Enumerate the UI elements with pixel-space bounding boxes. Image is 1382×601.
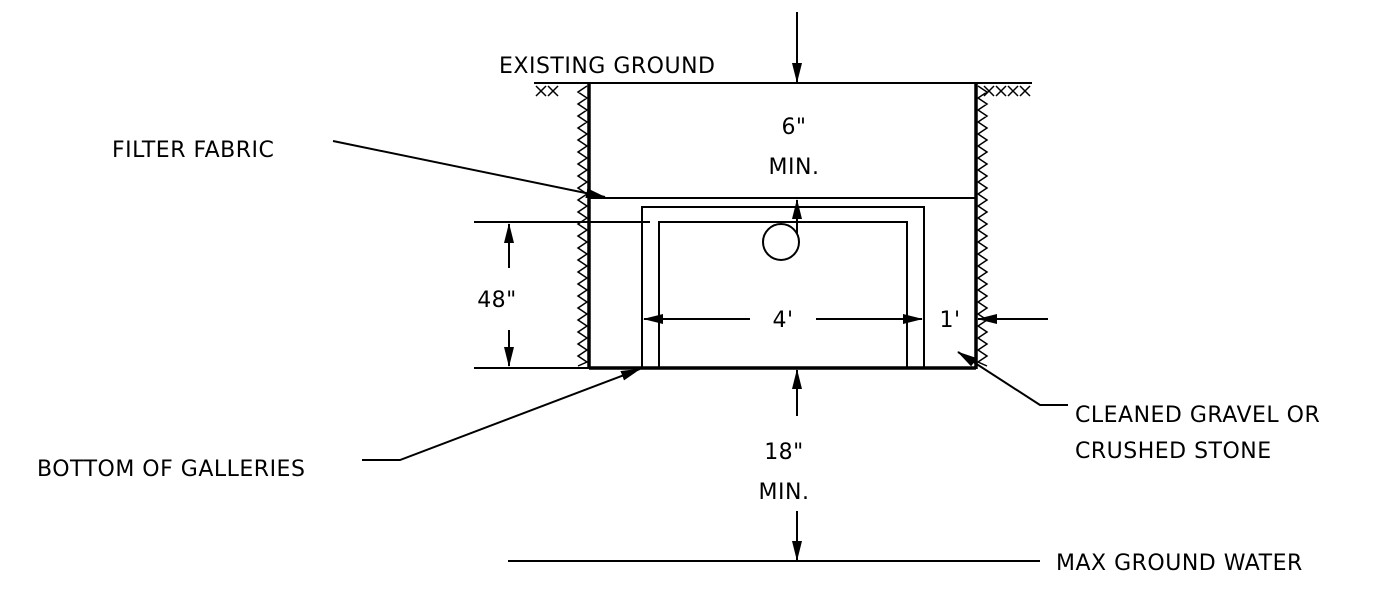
gallery-width-label: 4': [772, 308, 793, 333]
ground-hatch-top-left: [535, 85, 559, 97]
cleaned-gravel-leader: [957, 351, 1068, 406]
gallery-height-label: 48": [477, 288, 517, 313]
cover-min-label: MIN.: [769, 155, 820, 180]
trench-hatch-left: [576, 85, 589, 367]
separation-min-label: MIN.: [759, 480, 810, 505]
trench-hatch-right: [976, 85, 989, 367]
cover-value-label: 6": [781, 115, 806, 140]
separation-value-label: 18": [764, 440, 804, 465]
ground-hatch-top-right: [983, 85, 1031, 97]
existing-ground-label: EXISTING GROUND: [499, 54, 716, 79]
bottom-galleries-leader: [362, 368, 641, 461]
cleaned-gravel-label-line1: CLEANED GRAVEL OR: [1075, 403, 1320, 428]
side-clearance-label: 1': [939, 308, 960, 333]
cleaned-gravel-label-line2: CRUSHED STONE: [1075, 439, 1272, 464]
filter-fabric-label: FILTER FABRIC: [112, 138, 274, 163]
distribution-pipe: [762, 223, 800, 261]
filter-fabric-leader: [332, 140, 606, 199]
gallery-inner-outline: [658, 221, 908, 368]
bottom-of-galleries-label: BOTTOM OF GALLERIES: [37, 457, 305, 482]
max-ground-water-label: MAX GROUND WATER: [1056, 551, 1303, 576]
gallery-outer-outline: [641, 206, 925, 368]
